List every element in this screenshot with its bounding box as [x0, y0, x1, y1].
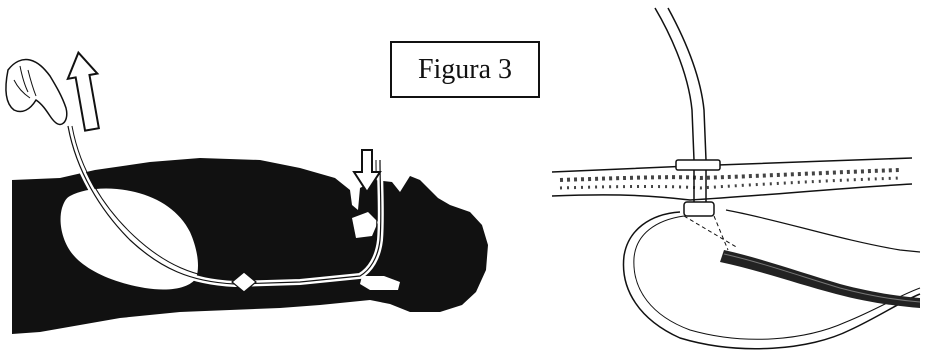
internal-bolster: [684, 202, 714, 216]
figure-label: Figura 3: [390, 41, 540, 98]
external-tube: [655, 8, 694, 160]
abdominal-wall: [552, 158, 912, 200]
stomach-outline: [623, 212, 920, 349]
external-bolster: [676, 160, 720, 170]
dashed-guide: [684, 216, 738, 250]
endoscope: [720, 250, 920, 308]
